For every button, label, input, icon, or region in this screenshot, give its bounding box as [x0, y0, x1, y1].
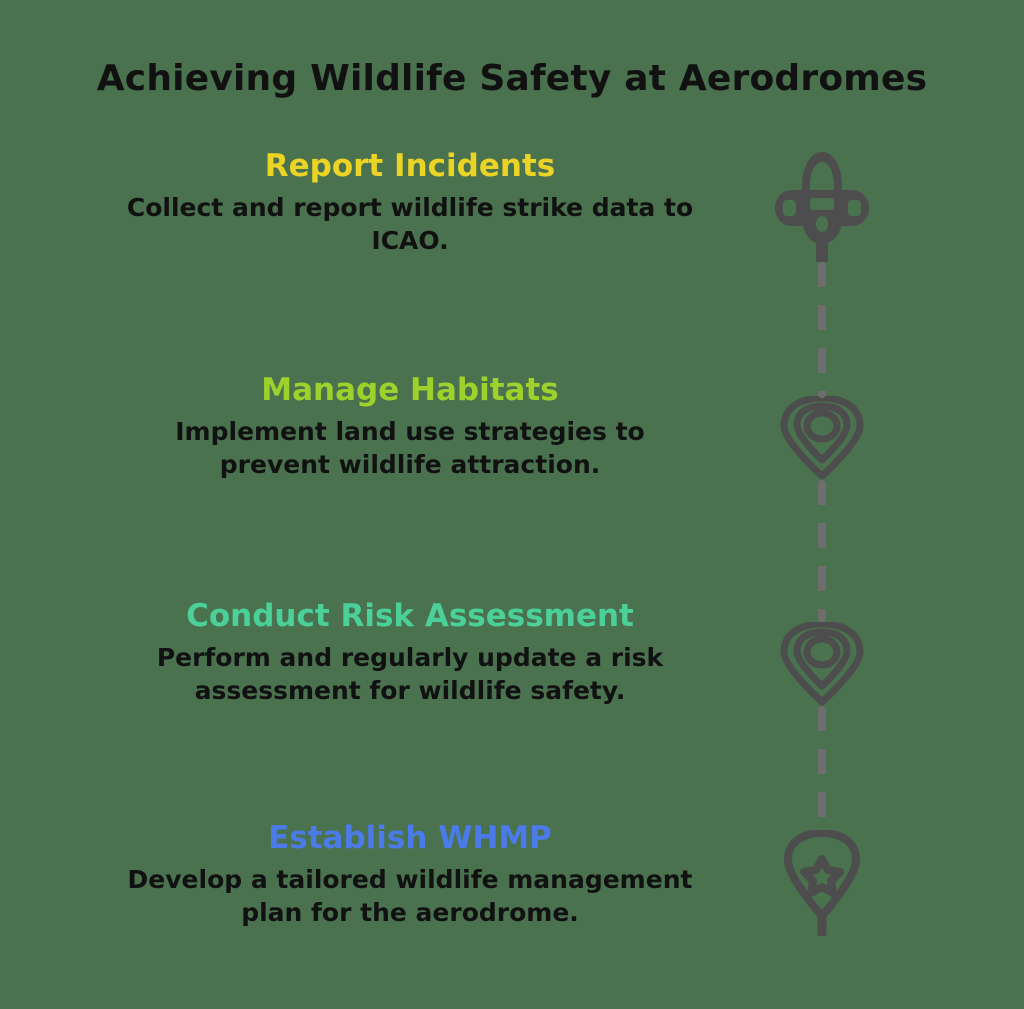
step-icon-slot-2: [762, 396, 882, 480]
step-heading-conduct-risk-assessment: Conduct Risk Assessment: [186, 598, 634, 634]
page-title: Achieving Wildlife Safety at Aerodromes: [96, 58, 928, 99]
map-pin-rings-icon: [780, 622, 864, 706]
step-heading-report-incidents: Report Incidents: [264, 148, 556, 184]
step-icon-slot-1: [762, 150, 882, 262]
step-description-conduct-risk-assessment: Perform and regularly update a risk asse…: [156, 643, 664, 706]
step-heading-manage-habitats: Manage Habitats: [261, 372, 559, 408]
step-icon-slot-4: [762, 830, 882, 936]
timeline-connector-3: [818, 706, 826, 834]
rocket-icon: [775, 152, 869, 262]
timeline-connector-2: [818, 480, 826, 622]
step-description-report-incidents: Collect and report wildlife strike data …: [126, 193, 694, 256]
timeline-connector-1: [818, 262, 826, 398]
step-item-report-incidents: Report Incidents Collect and report wild…: [90, 148, 730, 257]
step-description-establish-whmp: Develop a tailored wildlife management p…: [127, 865, 693, 928]
step-item-establish-whmp: Establish WHMP Develop a tailored wildli…: [90, 820, 730, 929]
step-item-manage-habitats: Manage Habitats Implement land use strat…: [90, 372, 730, 481]
step-description-manage-habitats: Implement land use strategies to prevent…: [175, 417, 645, 480]
step-item-conduct-risk-assessment: Conduct Risk Assessment Perform and regu…: [90, 598, 730, 707]
steps-text-column: Report Incidents Collect and report wild…: [90, 0, 730, 1009]
map-pin-rings-icon: [780, 396, 864, 480]
timeline-column: [762, 0, 882, 1009]
step-heading-establish-whmp: Establish WHMP: [268, 820, 552, 856]
map-pin-star-icon: [784, 830, 860, 936]
step-icon-slot-3: [762, 622, 882, 706]
